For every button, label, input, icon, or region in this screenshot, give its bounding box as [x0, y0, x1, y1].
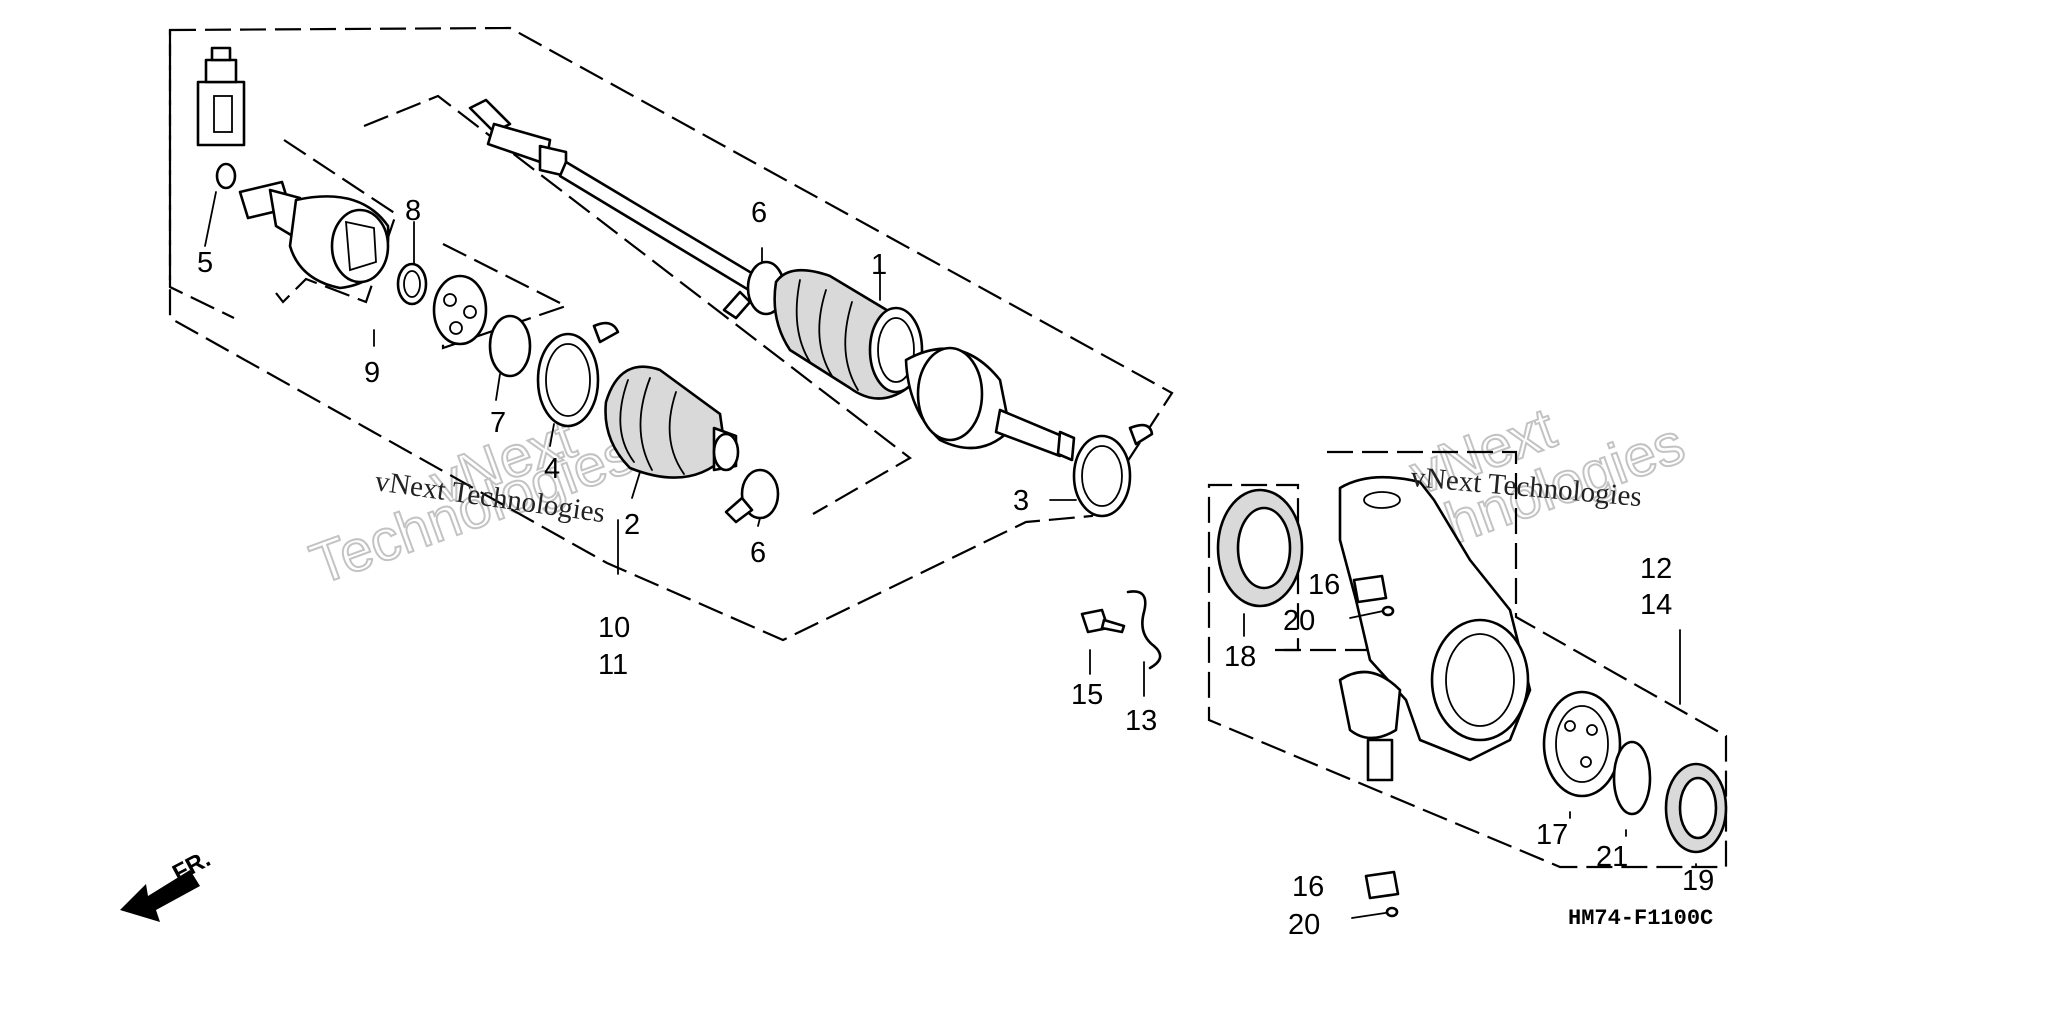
castle-nut-upper [1352, 574, 1388, 604]
leader-lines [204, 191, 1697, 867]
circlip-7 [488, 314, 532, 378]
grease-bottle [196, 46, 246, 147]
bearing-cage [432, 274, 488, 346]
boot-band-6-lower [724, 468, 780, 524]
callout-5: 5 [197, 247, 213, 279]
boot-band-4 [536, 321, 620, 428]
boot-2 [604, 365, 740, 479]
shaft-outline [363, 94, 912, 515]
callout-20-upper: 20 [1283, 605, 1315, 637]
boot-band-3 [1072, 423, 1154, 518]
callout-6-lower: 6 [750, 537, 766, 569]
callout-21: 21 [1596, 841, 1628, 873]
drive-shaft [468, 98, 786, 320]
callout-8: 8 [405, 195, 421, 227]
clip-13 [1126, 590, 1162, 670]
snap-ring-8 [396, 262, 428, 306]
o-ring [215, 162, 237, 190]
oil-seal-18 [1216, 488, 1304, 608]
steering-knuckle [1338, 475, 1532, 782]
wheel-bearing-17 [1542, 690, 1622, 798]
castle-nut-lower [1364, 870, 1400, 900]
outboard-cv-joint [238, 180, 390, 290]
callout-3: 3 [1013, 485, 1029, 517]
callout-18: 18 [1224, 641, 1256, 673]
outboard-joint-outline [275, 139, 398, 304]
cotter-pin-upper [1349, 605, 1395, 619]
callout-1: 1 [871, 249, 887, 281]
callout-13: 13 [1125, 705, 1157, 737]
callout-16-lower: 16 [1292, 871, 1324, 903]
callout-14: 14 [1640, 589, 1672, 621]
bottle-outline [168, 30, 235, 319]
callout-2: 2 [624, 509, 640, 541]
inboard-cv-joint [904, 346, 1076, 462]
callout-12: 12 [1640, 553, 1672, 585]
callout-6-upper: 6 [751, 197, 767, 229]
front-direction-arrow: FR. [120, 845, 215, 922]
callout-11: 11 [598, 649, 628, 681]
callout-7: 7 [490, 407, 506, 439]
callout-15: 15 [1071, 679, 1103, 711]
diagram-code: HM74-F1100C [1568, 906, 1713, 931]
callout-20-lower: 20 [1288, 909, 1320, 941]
callout-10: 10 [598, 612, 630, 644]
callouts: 5 8 9 7 4 2 6 6 1 3 10 11 15 13 18 16 20… [197, 195, 1714, 941]
circlip-21 [1612, 740, 1652, 816]
callout-17: 17 [1536, 819, 1568, 851]
oil-seal-19 [1664, 762, 1728, 854]
cotter-pin-lower [1351, 906, 1399, 919]
callout-4: 4 [544, 453, 560, 485]
bolt-15 [1080, 608, 1126, 634]
callout-19: 19 [1682, 865, 1714, 897]
callout-9: 9 [364, 357, 380, 389]
callout-16-upper: 16 [1308, 569, 1340, 601]
inboard-boot-1 [773, 268, 924, 400]
outer-assembly-outline [168, 26, 1174, 642]
